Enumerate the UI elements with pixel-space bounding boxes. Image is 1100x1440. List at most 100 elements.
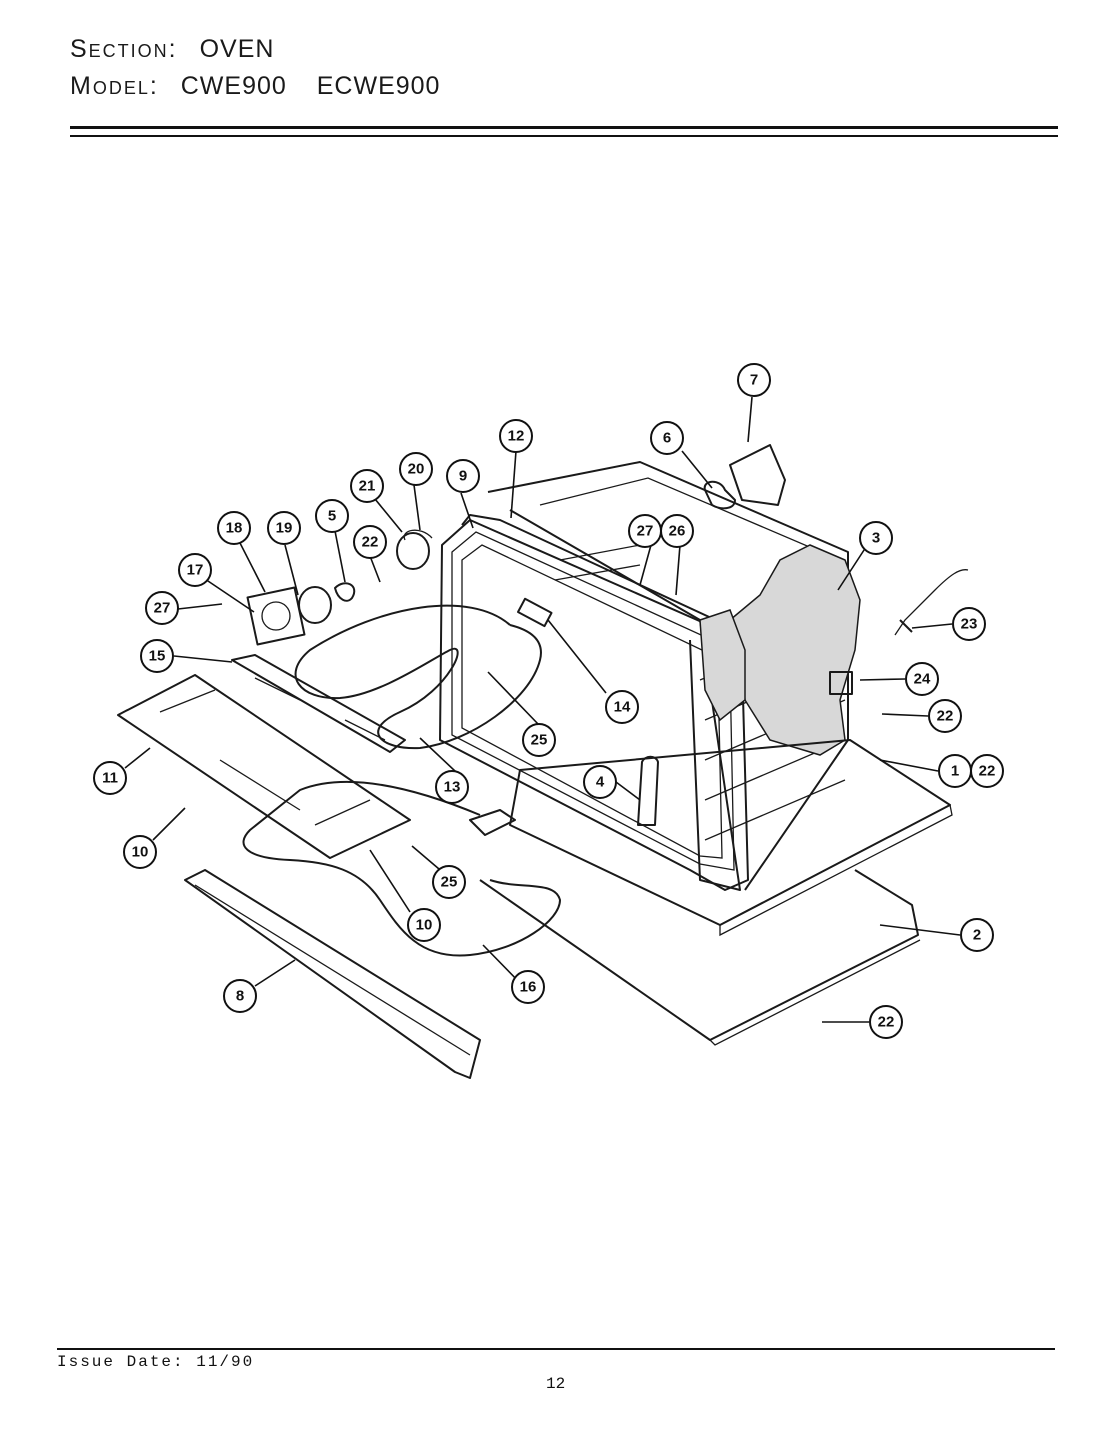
model-value-2: ECWE900 <box>316 72 441 100</box>
svg-text:23: 23 <box>961 616 978 633</box>
callout-10-b: 10 <box>407 908 441 942</box>
svg-text:27: 27 <box>637 523 654 540</box>
callout-22-d: 22 <box>928 699 962 733</box>
svg-text:22: 22 <box>878 1014 895 1031</box>
callout-24: 24 <box>905 662 939 696</box>
callout-5: 5 <box>315 499 349 533</box>
callout-25-b: 25 <box>432 865 466 899</box>
ground-wire <box>894 569 969 636</box>
model-header: Model: CWE900 ECWE900 <box>70 72 440 101</box>
header-rule-bottom <box>70 135 1058 137</box>
light-lens <box>298 586 332 624</box>
callout-27-b: 27 <box>145 591 179 625</box>
callout-4: 4 <box>583 765 617 799</box>
callout-27-a: 27 <box>628 514 662 548</box>
callout-16: 16 <box>511 970 545 1004</box>
oven-top-panel <box>487 461 849 891</box>
model-value-1: CWE900 <box>180 72 287 100</box>
callout-8: 8 <box>223 979 257 1013</box>
light-cover <box>396 532 430 570</box>
callout-23: 23 <box>952 607 986 641</box>
callout-21: 21 <box>350 469 384 503</box>
svg-text:9: 9 <box>459 468 467 485</box>
vent-bracket <box>729 444 786 506</box>
svg-text:22: 22 <box>979 763 996 780</box>
oven-lower-plate <box>479 869 919 1041</box>
side-bracket <box>829 671 853 695</box>
broil-element <box>294 604 542 750</box>
svg-text:25: 25 <box>441 874 458 891</box>
light-bulb <box>334 582 356 602</box>
svg-text:24: 24 <box>914 671 931 688</box>
oven-front-frame <box>439 519 749 891</box>
broiler-drawer-panel <box>117 674 411 859</box>
svg-text:11: 11 <box>102 770 118 787</box>
svg-text:25: 25 <box>531 732 548 749</box>
callout-17: 17 <box>178 553 212 587</box>
callout-14: 14 <box>605 690 639 724</box>
svg-text:2: 2 <box>973 927 981 944</box>
svg-text:22: 22 <box>362 534 379 551</box>
svg-text:5: 5 <box>328 508 336 525</box>
callout-15: 15 <box>140 639 174 673</box>
callout-22-b: 22 <box>869 1005 903 1039</box>
svg-text:18: 18 <box>226 520 243 537</box>
callout-20: 20 <box>399 452 433 486</box>
bake-element <box>242 780 561 957</box>
callout-22-a: 22 <box>970 754 1004 788</box>
section-value: OVEN <box>199 35 275 63</box>
section-header: Section: OVEN <box>70 35 274 64</box>
page-number: 12 <box>546 1375 566 1393</box>
model-label: Model: <box>70 72 159 100</box>
callout-22-c: 22 <box>353 525 387 559</box>
svg-text:15: 15 <box>149 648 166 665</box>
callout-1: 1 <box>938 754 972 788</box>
callout-2: 2 <box>960 918 994 952</box>
svg-text:1: 1 <box>951 763 959 780</box>
svg-text:27: 27 <box>154 600 171 617</box>
callout-3: 3 <box>859 521 893 555</box>
callout-11: 11 <box>93 761 127 795</box>
svg-text:21: 21 <box>359 478 376 495</box>
callout-18: 18 <box>217 511 251 545</box>
svg-text:10: 10 <box>416 917 433 934</box>
callout-9: 9 <box>446 459 480 493</box>
callout-26: 26 <box>660 514 694 548</box>
svg-text:20: 20 <box>408 461 425 478</box>
svg-text:4: 4 <box>596 774 605 791</box>
svg-text:22: 22 <box>937 708 954 725</box>
svg-text:6: 6 <box>663 430 671 447</box>
svg-text:12: 12 <box>508 428 525 445</box>
oven-insulation <box>729 544 861 756</box>
front-trim-strip <box>231 654 406 753</box>
svg-text:19: 19 <box>276 520 293 537</box>
kick-plate <box>184 869 481 1079</box>
light-switch <box>517 597 553 628</box>
callout-10-a: 10 <box>123 835 157 869</box>
callout-25-a: 25 <box>522 723 556 757</box>
header-rule-top <box>70 126 1058 129</box>
callout-12: 12 <box>499 419 533 453</box>
light-housing <box>246 586 306 646</box>
svg-text:26: 26 <box>669 523 686 540</box>
callout-7: 7 <box>737 363 771 397</box>
issue-date: Issue Date: 11/90 <box>57 1353 255 1371</box>
oven-sensor <box>637 755 659 826</box>
svg-text:14: 14 <box>614 699 631 716</box>
svg-text:3: 3 <box>872 530 880 547</box>
callout-6: 6 <box>650 421 684 455</box>
section-label: Section: <box>70 35 178 63</box>
svg-text:10: 10 <box>132 844 149 861</box>
svg-text:17: 17 <box>187 562 204 579</box>
svg-text:7: 7 <box>750 372 758 389</box>
callout-19: 19 <box>267 511 301 545</box>
svg-text:13: 13 <box>444 779 461 796</box>
callout-13: 13 <box>435 770 469 804</box>
footer-rule <box>57 1348 1055 1350</box>
oven-bottom-tray <box>509 739 951 926</box>
leader-lines <box>124 396 961 1023</box>
svg-text:16: 16 <box>520 979 537 996</box>
oven-gasket <box>461 514 721 623</box>
svg-text:8: 8 <box>236 988 244 1005</box>
